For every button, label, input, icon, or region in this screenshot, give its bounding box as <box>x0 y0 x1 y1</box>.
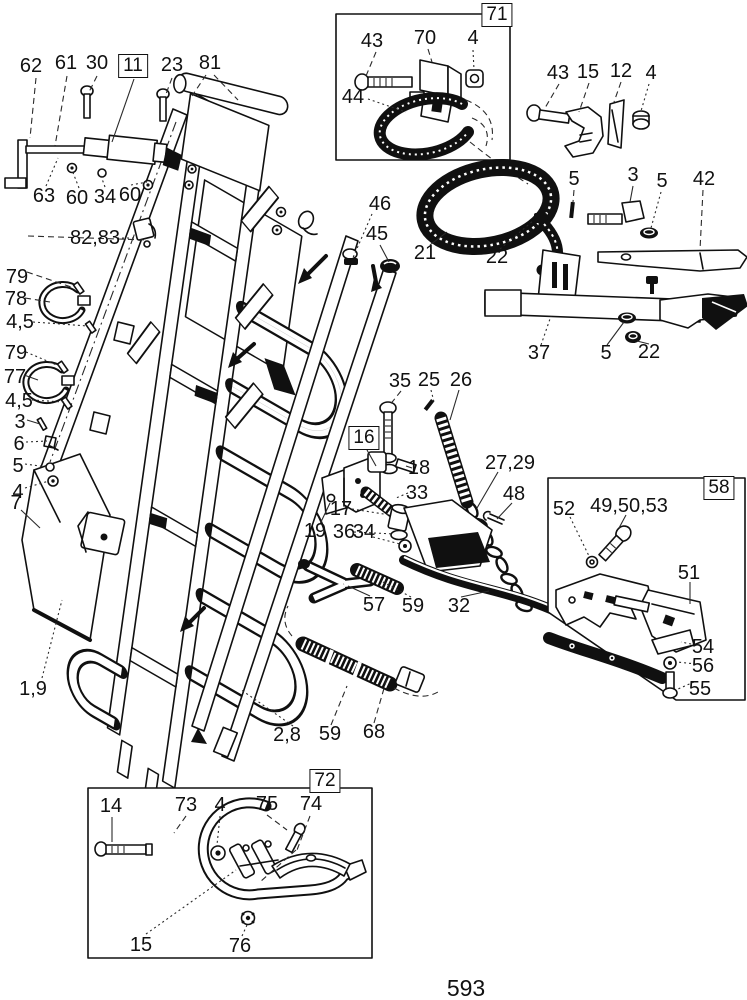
bracket-group-top-right <box>526 99 650 158</box>
part-70-bracket <box>409 59 462 123</box>
part-37-holder <box>484 249 747 343</box>
part-4-nut <box>210 845 226 861</box>
part-15-clamp <box>228 839 279 879</box>
part-59-grip-upper <box>350 563 404 595</box>
part-43-bolt <box>354 73 413 91</box>
mount-bolts-46-45 <box>342 248 400 273</box>
part-4-nut <box>465 69 484 88</box>
part-52-plate <box>555 573 653 628</box>
part-7-bracket <box>77 511 126 556</box>
part-76-nut <box>240 910 256 926</box>
part-2-8-rails <box>191 235 397 762</box>
frame-left-leg <box>21 108 188 642</box>
inset-71 <box>335 13 511 161</box>
part-77-clamp <box>22 360 75 410</box>
page-number: 593 <box>446 975 486 1000</box>
part-68-end-cap <box>394 666 426 693</box>
part-23-bolt <box>156 88 170 122</box>
tine-hardware-row <box>534 200 658 239</box>
part-74-sweep <box>259 849 351 883</box>
frame-hardware <box>184 164 318 236</box>
leader-lines <box>20 48 704 937</box>
part-48-clip <box>482 510 505 525</box>
part-30-bolt <box>80 85 94 119</box>
part-78-clamp <box>38 281 97 334</box>
part-59-knurled-rod <box>284 605 439 697</box>
part-49-50-53-bolt <box>598 525 632 562</box>
part-82-83-clip <box>132 217 157 248</box>
part-42-blade <box>597 249 747 272</box>
clamp-hardware <box>36 417 59 487</box>
part-44-clamp-band <box>373 92 494 161</box>
inset-58 <box>543 477 746 701</box>
crank-assembly <box>4 85 182 191</box>
part-75-bolt <box>284 822 306 854</box>
tension-assembly <box>321 399 474 553</box>
part-14-bolt <box>94 841 153 857</box>
inset-72 <box>87 787 373 959</box>
direction-arrows <box>180 254 382 632</box>
